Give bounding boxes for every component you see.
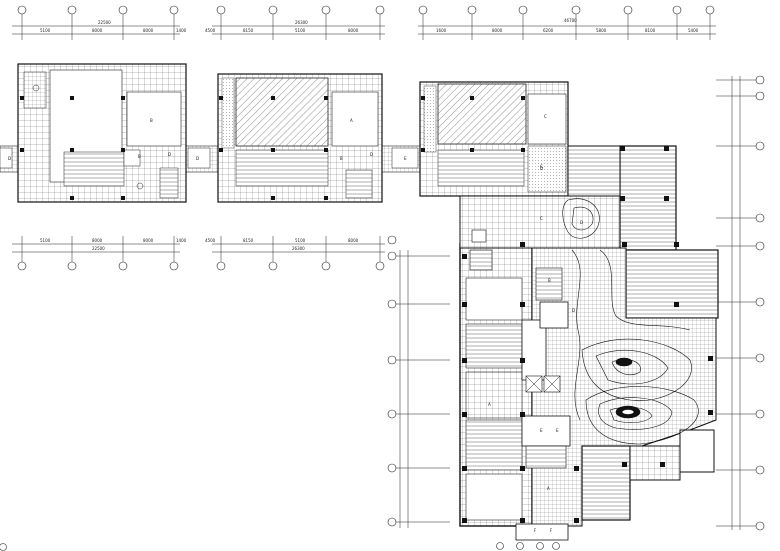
dim-b2-1: 4500 [205,238,216,243]
connector-label-2: D [8,156,11,161]
bottom-dimension-lines [12,236,385,262]
landscape-contours [562,198,699,445]
tower-label-9: E [556,428,559,433]
dim-2-1: 4500 [205,28,216,33]
dim-b1-3: 8000 [143,238,154,243]
left-axis-bubbles [387,235,397,527]
tower-label-4: C [540,164,543,169]
block2-label-1: A [350,118,353,123]
dim-1-3: 8000 [143,28,154,33]
building-block-3 [419,81,569,197]
block3-label-2: D [540,166,543,171]
block1-label-3: D [168,152,171,157]
dim-2-4: 8000 [348,28,359,33]
tower-label-11: F [550,528,553,533]
dim-1-2: 8000 [92,28,103,33]
dim-b2-4: 8000 [348,238,359,243]
tower-label-8: E [540,428,543,433]
dim-b2-3: 5100 [295,238,306,243]
dim-1-1: 5100 [40,28,51,33]
connector-label-1: D [196,156,199,161]
tower-label-2: A [547,486,550,491]
dim-2-3: 5100 [295,28,306,33]
tower-label-5: C [540,216,543,221]
tower-label-6: D [580,220,583,225]
dim-3-5: 8100 [645,28,656,33]
dim-3-2: 8000 [492,28,503,33]
tower-label-3: B [548,278,551,283]
top-dimension-block-1 [12,14,180,40]
top-dimension-block-2 [212,14,385,40]
building-block-2 [217,73,383,203]
right-dimension-column [716,76,756,530]
dim-b1-2: 8000 [92,238,103,243]
dim-1-4: 1400 [176,28,187,33]
dim-b1-total: 22500 [92,246,105,251]
top-dimension-block-3 [418,14,716,40]
bottom-tower-bubbles [496,542,560,550]
dim-3-6: 5400 [688,28,699,33]
dim-3-4: 5800 [596,28,607,33]
dim-b2-2: 8150 [243,238,254,243]
block3-label-1: C [544,114,547,119]
dim-total-1: 22500 [98,20,111,25]
block2-label-2: B [340,156,343,161]
tower-label-7: D [572,308,575,313]
dim-total-3: 46700 [564,18,577,23]
corner-mark [0,543,7,551]
dim-3-3: 6200 [543,28,554,33]
tower-label-1: A [488,402,491,407]
block1-label-2: B [138,154,141,159]
block1-label-1: B [150,118,153,123]
bottom-axis-bubbles [17,261,385,271]
top-axis-bubbles [17,5,715,15]
dim-b2-total: 26300 [292,246,305,251]
left-dimension-column [394,250,450,528]
dim-3-1: 1600 [436,28,447,33]
tower-label-10: F [534,528,537,533]
dim-b1-4: 1400 [176,238,187,243]
tower-building [459,145,719,541]
dim-total-2: 26300 [295,20,308,25]
building-block-1 [17,63,187,203]
block2-label-3: D [370,152,373,157]
dim-b1-1: 5100 [40,238,51,243]
right-axis-bubbles [755,75,765,531]
block3-label-3: E [404,156,407,161]
dim-2-2: 8150 [243,28,254,33]
